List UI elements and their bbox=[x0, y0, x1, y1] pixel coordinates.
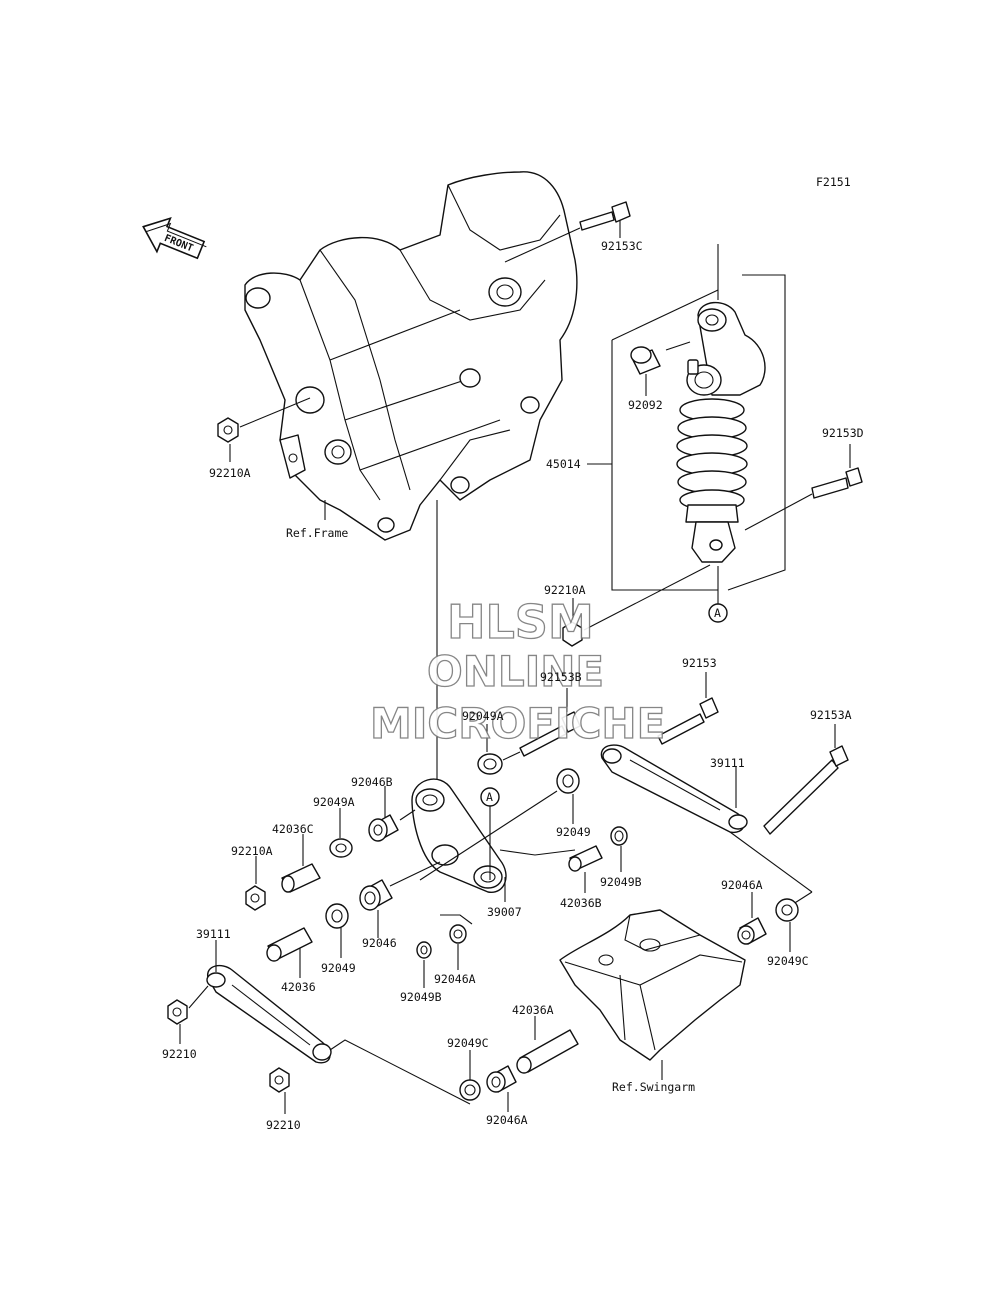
part-label-42036: 42036 bbox=[281, 980, 316, 994]
collar-42036A-part bbox=[516, 1029, 579, 1074]
shock-assembly-bracket-left bbox=[611, 340, 718, 591]
bolt-92153D-part bbox=[811, 467, 863, 499]
tie-rod-39111-left-part bbox=[206, 964, 332, 1064]
bearing-92046B-part bbox=[368, 814, 399, 842]
bolt-92153B-part bbox=[519, 711, 581, 757]
washer-92049-right-part bbox=[556, 768, 580, 794]
marker-a-bottom-text: A bbox=[486, 790, 493, 804]
bolt-92153A-part bbox=[763, 745, 849, 835]
washer-92049A-upper-part bbox=[477, 753, 503, 775]
part-label-92049B-middle: 92049B bbox=[400, 990, 442, 1004]
part-label-92210-bottom: 92210 bbox=[266, 1118, 301, 1132]
part-label-92049A-lower: 92049A bbox=[313, 795, 355, 809]
part-label-42036A: 42036A bbox=[512, 1003, 554, 1017]
part-label-39111-left: 39111 bbox=[196, 927, 231, 941]
part-label-92046A-right: 92046A bbox=[721, 878, 763, 892]
washer-92049B-right-part bbox=[610, 826, 628, 846]
watermark-line-2: ONLINE bbox=[427, 647, 604, 696]
part-label-92210A-mid: 92210A bbox=[544, 583, 586, 597]
part-label-92153D: 92153D bbox=[822, 426, 864, 440]
part-label-92153A: 92153A bbox=[810, 708, 852, 722]
part-label-92210A-lower: 92210A bbox=[231, 844, 273, 858]
part-label-92046A-bottom: 92046A bbox=[486, 1113, 528, 1127]
ref-swingarm-label: Ref.Swingarm bbox=[612, 1080, 695, 1094]
part-label-92153B: 92153B bbox=[540, 670, 582, 684]
marker-a-circle-top bbox=[708, 603, 728, 623]
part-label-92046A-middle: 92046A bbox=[434, 972, 476, 986]
washer-92049-left-part bbox=[325, 903, 349, 929]
collar-42036B-part bbox=[568, 845, 603, 872]
part-label-92049A-upper: 92049A bbox=[462, 709, 504, 723]
part-label-92092: 92092 bbox=[628, 398, 663, 412]
part-label-92049-right: 92049 bbox=[556, 825, 591, 839]
nut-92210A-left-part bbox=[217, 417, 239, 443]
part-label-39007: 39007 bbox=[487, 905, 522, 919]
bearing-92046-part bbox=[359, 879, 393, 911]
frame-drawing bbox=[244, 171, 578, 541]
ref-frame-label: Ref.Frame bbox=[286, 526, 348, 540]
nut-92210A-lower-part bbox=[245, 885, 266, 911]
washer-92049B-middle-part bbox=[416, 941, 432, 959]
collar-42036-part bbox=[266, 927, 313, 962]
washer-92049A-lower-part bbox=[329, 838, 353, 858]
part-label-92046B: 92046B bbox=[351, 775, 393, 789]
nut-92210-bottom-part bbox=[269, 1067, 290, 1093]
part-label-92049B-right: 92049B bbox=[600, 875, 642, 889]
bearing-92046A-bottom-part bbox=[486, 1065, 517, 1093]
marker-a-top-text: A bbox=[714, 606, 721, 620]
tie-rod-39111-right-part bbox=[600, 744, 748, 834]
front-arrow-icon: FRONT bbox=[142, 216, 207, 260]
washer-92049C-right-part bbox=[775, 898, 799, 922]
collar-92092-part bbox=[630, 346, 661, 375]
bearing-92046A-middle-part bbox=[449, 924, 467, 944]
part-label-92049C-bottom: 92049C bbox=[447, 1036, 489, 1050]
part-label-42036C: 42036C bbox=[272, 822, 314, 836]
marker-a-circle-bottom bbox=[480, 787, 500, 807]
part-label-92210-left: 92210 bbox=[162, 1047, 197, 1061]
diagram-code-label: F2151 bbox=[816, 175, 851, 189]
swingarm-drawing bbox=[559, 909, 746, 1061]
part-label-92046: 92046 bbox=[362, 936, 397, 950]
part-label-92153: 92153 bbox=[682, 656, 717, 670]
bearing-92046A-right-part bbox=[737, 917, 767, 945]
bolt-92153C-part bbox=[579, 201, 631, 231]
watermark-line-3: MICROFICHE bbox=[370, 699, 665, 748]
part-label-92049-left: 92049 bbox=[321, 961, 356, 975]
nut-92210-left-part bbox=[167, 999, 188, 1025]
washer-92049C-bottom-part bbox=[459, 1079, 481, 1101]
nut-92210A-middle-part bbox=[562, 621, 583, 647]
bolt-92153-part bbox=[657, 697, 719, 745]
part-label-92049C-right: 92049C bbox=[767, 954, 809, 968]
part-label-42036B: 42036B bbox=[560, 896, 602, 910]
part-label-39111-right: 39111 bbox=[710, 756, 745, 770]
part-label-45014: 45014 bbox=[546, 457, 581, 471]
part-label-92210A-top: 92210A bbox=[209, 466, 251, 480]
watermark: HLSM ONLINE MICROFICHE bbox=[369, 594, 666, 748]
collar-42036C-part bbox=[281, 863, 321, 893]
watermark-line-1: HLSM bbox=[447, 595, 594, 649]
rear-shock-absorber-drawing bbox=[676, 301, 766, 563]
part-label-92153C: 92153C bbox=[601, 239, 643, 253]
